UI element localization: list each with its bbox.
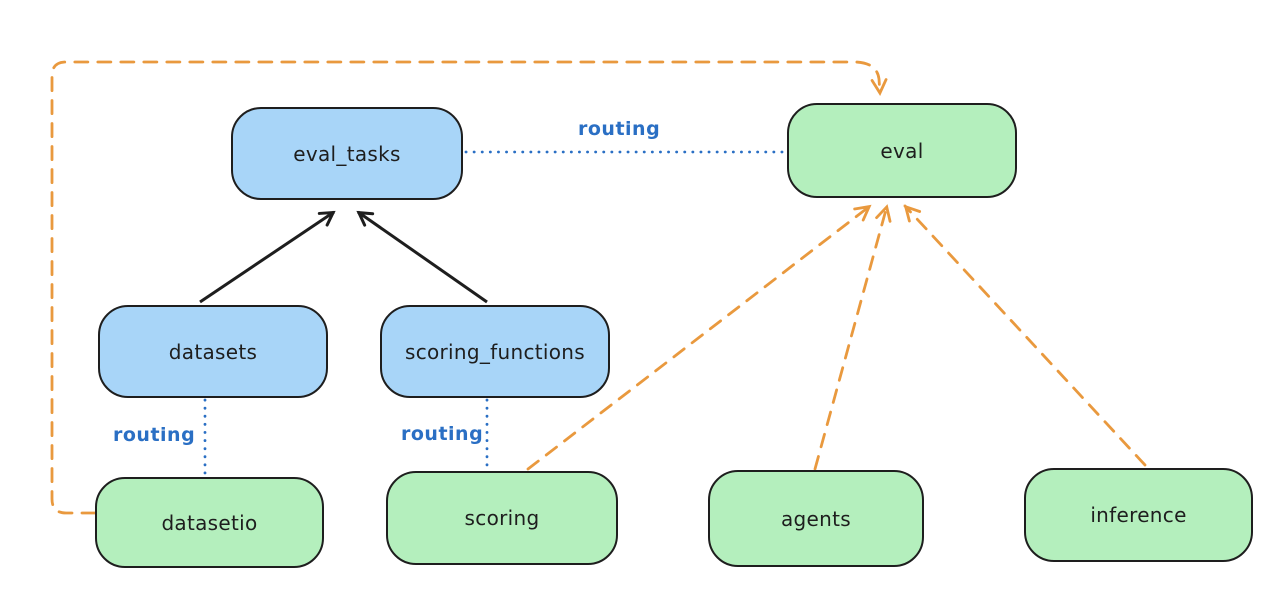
node-inference[interactable]: inference bbox=[1024, 468, 1253, 562]
node-datasetio[interactable]: datasetio bbox=[95, 477, 324, 568]
edge-inference-to-eval bbox=[903, 204, 1147, 467]
edge-scoring-to-eval bbox=[526, 204, 872, 471]
node-datasetio-label: datasetio bbox=[161, 510, 258, 535]
node-eval-tasks-label: eval_tasks bbox=[293, 141, 401, 166]
edge-agents-to-eval bbox=[813, 204, 892, 471]
node-eval[interactable]: eval bbox=[787, 103, 1017, 198]
node-inference-label: inference bbox=[1090, 503, 1187, 527]
node-scoring[interactable]: scoring bbox=[386, 471, 618, 565]
node-scoring-label: scoring bbox=[464, 506, 540, 530]
node-eval-tasks[interactable]: eval_tasks bbox=[231, 107, 463, 200]
node-agents-label: agents bbox=[781, 506, 851, 531]
node-scoring-functions[interactable]: scoring_functions bbox=[380, 305, 610, 398]
node-datasets[interactable]: datasets bbox=[98, 305, 328, 398]
routing-label-datasets: routing bbox=[113, 424, 196, 446]
edge-datasetio-to-eval bbox=[50, 60, 888, 515]
routing-label-scoring: routing bbox=[401, 423, 484, 445]
node-scoring-functions-label: scoring_functions bbox=[404, 339, 586, 364]
routing-label-top: routing bbox=[578, 118, 661, 140]
edge-scoring-functions-to-eval-tasks bbox=[356, 210, 488, 304]
node-eval-label: eval bbox=[880, 138, 924, 163]
node-datasets-label: datasets bbox=[168, 339, 258, 364]
node-agents[interactable]: agents bbox=[708, 470, 924, 567]
edge-datasets-to-eval-tasks bbox=[199, 210, 336, 304]
